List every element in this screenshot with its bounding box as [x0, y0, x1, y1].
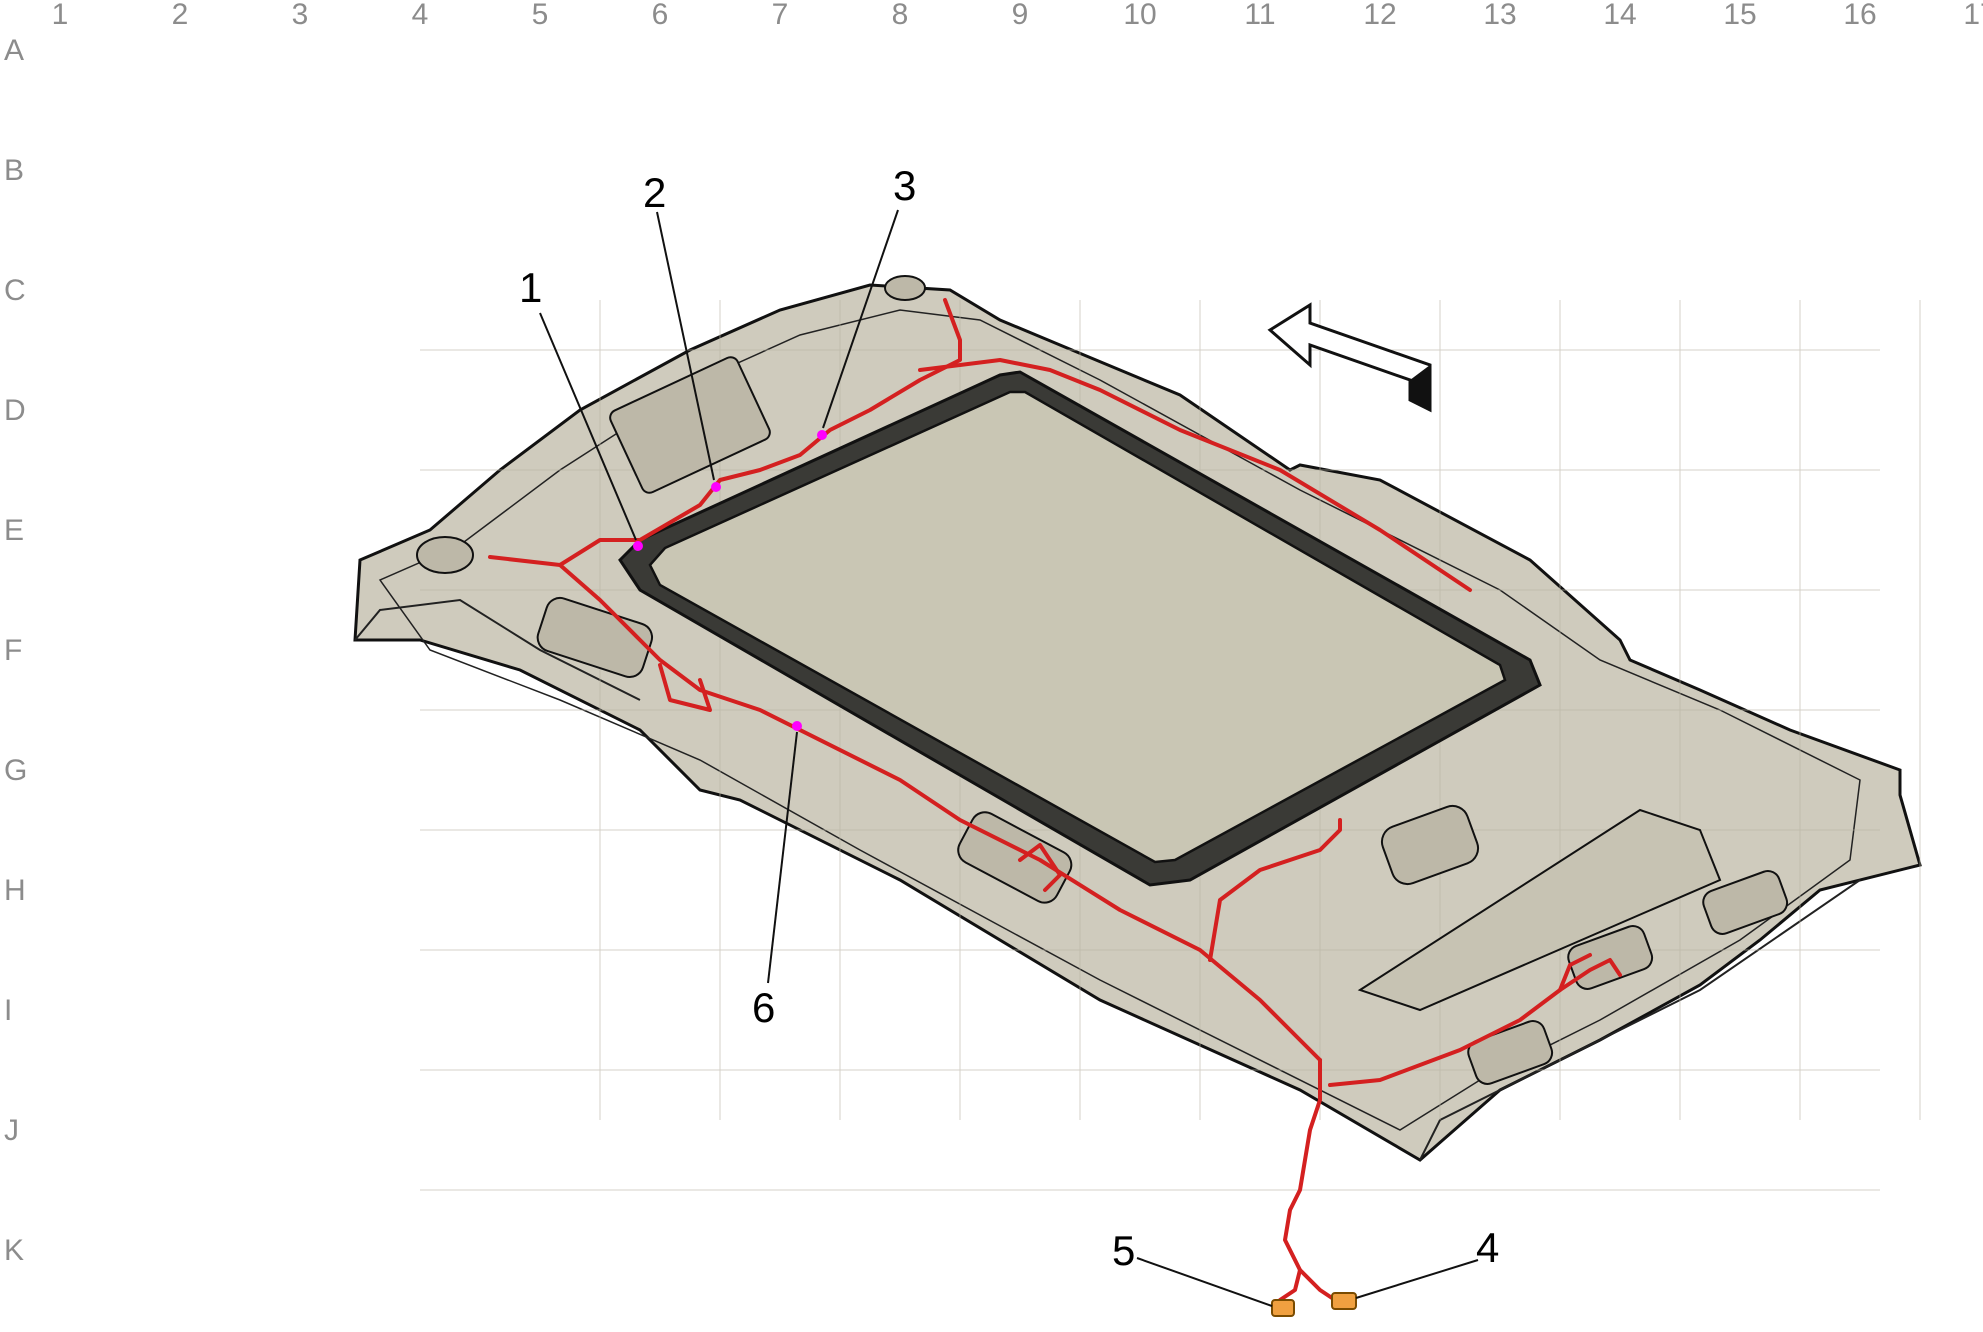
sunroof-glass	[648, 390, 1507, 864]
grid-column-label: 8	[892, 0, 909, 31]
grid-column-label: 14	[1603, 0, 1636, 31]
connector-4	[1331, 1292, 1357, 1310]
marker-6	[792, 721, 802, 731]
leader-2	[656, 211, 715, 481]
callout-labels: 1 2 3 4 5 6	[519, 162, 1499, 1274]
rear-recess	[1357, 808, 1722, 1012]
grid-row-label: B	[4, 154, 24, 187]
grid-row-label: G	[4, 754, 27, 787]
front-lip	[354, 598, 641, 701]
rear-corner-lamp	[1702, 870, 1789, 935]
direction-arrow-icon	[1267, 302, 1432, 413]
rear-dome-lamp	[1380, 804, 1480, 886]
leader-5	[1136, 1257, 1273, 1307]
grid-column-label: 3	[292, 0, 309, 31]
grid-row-label: H	[4, 874, 26, 907]
wiring-harness	[488, 298, 1622, 1302]
grid-column-label: 7	[772, 0, 789, 31]
harness-rear-lamp	[1558, 953, 1592, 992]
callout-2: 2	[643, 169, 666, 216]
harness-rear-branch	[1208, 818, 1342, 962]
marker-2	[711, 482, 721, 492]
grid-column-label: 5	[532, 0, 549, 31]
trim-features	[416, 275, 1789, 1085]
grid-row-labels: ABCDEFGHIJKL	[4, 34, 27, 1267]
marker-3	[817, 430, 827, 440]
connector-5	[1271, 1299, 1295, 1317]
leader-6	[767, 731, 798, 984]
harness-mid-loop	[1018, 843, 1062, 892]
harness-left-run	[558, 563, 1322, 1062]
tail-connectors	[1271, 1292, 1357, 1317]
grid-column-label: 4	[412, 0, 429, 31]
callout-1: 1	[519, 264, 542, 311]
grid-column-label: 12	[1363, 0, 1396, 31]
callout-3: 3	[893, 162, 916, 209]
harness-lower-loop	[658, 663, 712, 712]
grid-row-label: E	[4, 514, 24, 547]
rear-handle-right	[1567, 925, 1654, 990]
grid-column-label: 6	[652, 0, 669, 31]
marker-1	[633, 541, 643, 551]
front-speaker-right	[884, 275, 926, 301]
harness-front-branch	[488, 298, 962, 567]
harness-tail-right	[1298, 1268, 1337, 1302]
harness-right-branch	[918, 358, 1472, 592]
grid-row-label: I	[4, 994, 12, 1027]
grid-row-label: A	[4, 34, 24, 67]
headliner-inner-edge	[378, 309, 1861, 1131]
grid-column-label: 16	[1843, 0, 1876, 31]
location-markers	[633, 430, 827, 731]
callout-6: 6	[752, 984, 775, 1031]
grid-column-label: 1	[52, 0, 69, 31]
callout-4: 4	[1476, 1224, 1499, 1271]
grid-row-label: C	[4, 274, 26, 307]
leader-lines	[539, 209, 1479, 1307]
harness-rear-right	[1328, 958, 1622, 1087]
grid-row-label: K	[4, 1234, 24, 1267]
sunroof-opening	[618, 370, 1542, 887]
harness-tail	[1278, 1058, 1322, 1302]
grid-column-label: 15	[1723, 0, 1756, 31]
grid-row-label: J	[4, 1114, 19, 1147]
leader-4	[1355, 1259, 1479, 1299]
front-handle-left	[536, 596, 654, 678]
callout-5: 5	[1112, 1227, 1135, 1274]
grid-column-label: 11	[1244, 0, 1275, 31]
grid-row-label: D	[4, 394, 26, 427]
grid-column-label: 9	[1012, 0, 1029, 31]
grid-column-labels: 1234567891011121314151617	[52, 0, 1983, 31]
leader-3	[822, 209, 899, 429]
overhead-console	[609, 356, 771, 494]
leader-1	[539, 312, 637, 541]
grid-column-label: 2	[172, 0, 189, 31]
front-speaker-left	[416, 536, 474, 574]
grid-row-label: F	[4, 634, 22, 667]
grid-column-label: 10	[1123, 0, 1156, 31]
grid-column-label: 17	[1963, 0, 1983, 31]
grid-column-label: 13	[1483, 0, 1516, 31]
